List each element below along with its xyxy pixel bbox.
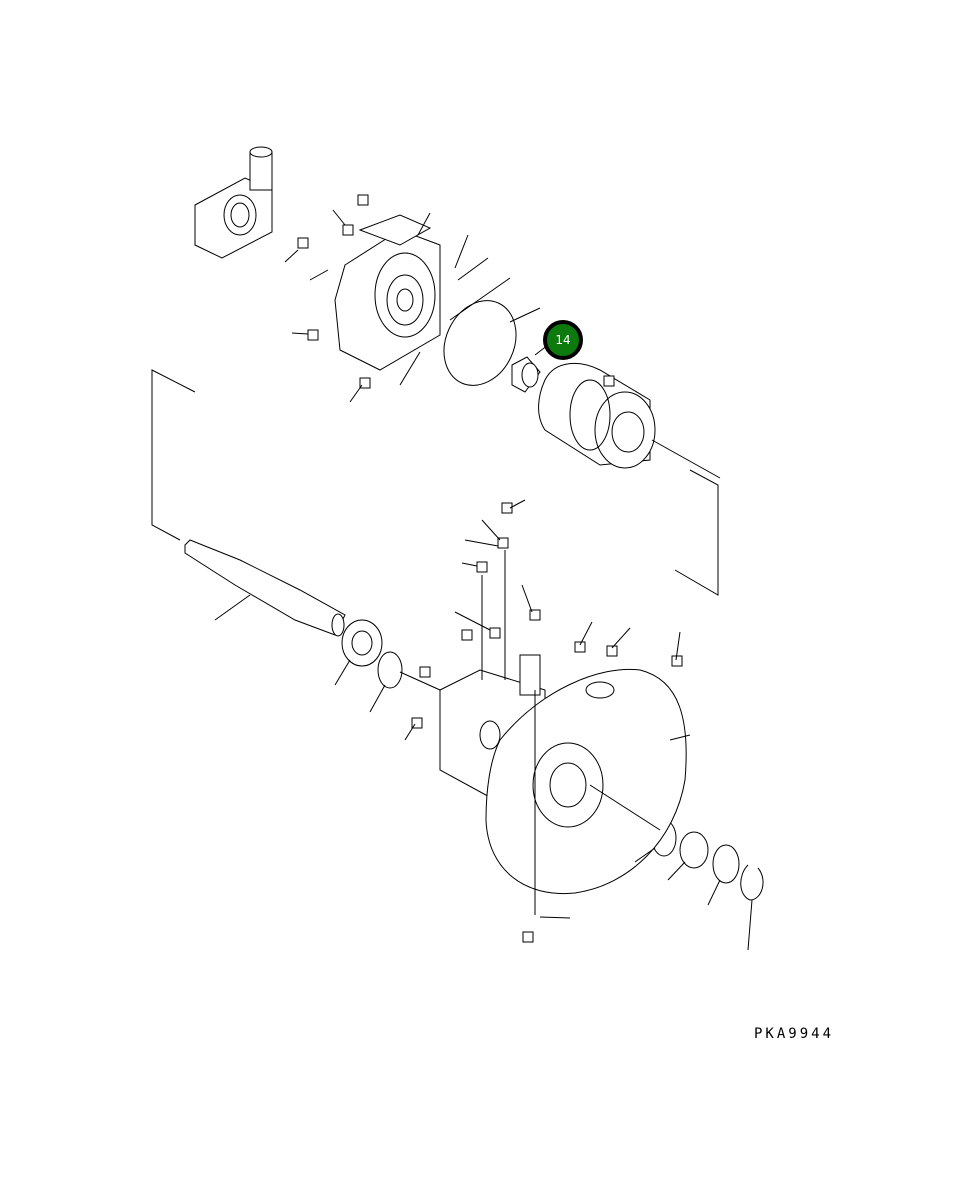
fastener xyxy=(522,931,534,943)
leader-line xyxy=(461,562,478,567)
drawing-code: PKA9944 xyxy=(754,1026,835,1042)
fastener xyxy=(497,537,509,549)
leader-line xyxy=(579,621,593,646)
leader-line xyxy=(611,627,631,649)
drive-shaft xyxy=(184,539,346,637)
leader-line xyxy=(707,879,721,906)
leader-line xyxy=(464,539,499,547)
leader-line xyxy=(481,519,501,541)
leader-line xyxy=(349,384,363,403)
fastener xyxy=(411,717,423,729)
leader-line xyxy=(334,659,351,686)
leader-line xyxy=(332,209,346,226)
leader-line xyxy=(457,257,489,281)
leader-line xyxy=(404,723,416,741)
leader-line xyxy=(417,212,431,236)
housing-flange xyxy=(485,668,687,895)
leader-line xyxy=(291,332,309,335)
leader-line xyxy=(399,351,421,386)
leader-line xyxy=(509,499,526,509)
leader-line xyxy=(634,847,656,863)
leader-line xyxy=(449,277,511,321)
leader-line xyxy=(521,584,533,613)
fastener xyxy=(342,224,354,236)
fastener xyxy=(606,645,618,657)
fastener xyxy=(671,655,683,667)
valve-block xyxy=(334,214,441,371)
fasteners xyxy=(297,194,683,943)
leader-line xyxy=(454,234,469,269)
bearings-and-rings xyxy=(341,619,764,901)
fastener xyxy=(357,194,369,206)
cylinder-block xyxy=(538,362,656,469)
fastener xyxy=(461,629,473,641)
leader-line xyxy=(675,631,681,661)
leader-line xyxy=(454,611,491,631)
leader-line xyxy=(747,899,753,951)
gasket xyxy=(443,300,517,386)
fastener xyxy=(501,502,513,514)
fastener xyxy=(489,627,501,639)
leader-line xyxy=(651,439,721,479)
fastener xyxy=(476,561,488,573)
leader-lines xyxy=(214,209,753,951)
leader-line xyxy=(539,916,571,919)
fastener xyxy=(529,609,541,621)
leader-line xyxy=(589,784,661,831)
fastener xyxy=(603,375,615,387)
fastener xyxy=(419,666,431,678)
bushing xyxy=(511,356,541,393)
leader-line xyxy=(309,269,329,281)
leader-line xyxy=(509,307,541,323)
leader-line xyxy=(369,684,386,713)
leader-line xyxy=(669,734,691,741)
leader-line xyxy=(667,861,686,881)
leader-line xyxy=(399,671,441,691)
fastener xyxy=(307,329,319,341)
fastener xyxy=(359,377,371,389)
leader-line xyxy=(214,594,251,621)
callout-14[interactable]: 14 xyxy=(543,320,583,360)
leader-line xyxy=(284,249,299,263)
fastener xyxy=(297,237,309,249)
reference-lines xyxy=(151,369,719,596)
elbow-bracket xyxy=(194,146,273,259)
fastener xyxy=(574,641,586,653)
